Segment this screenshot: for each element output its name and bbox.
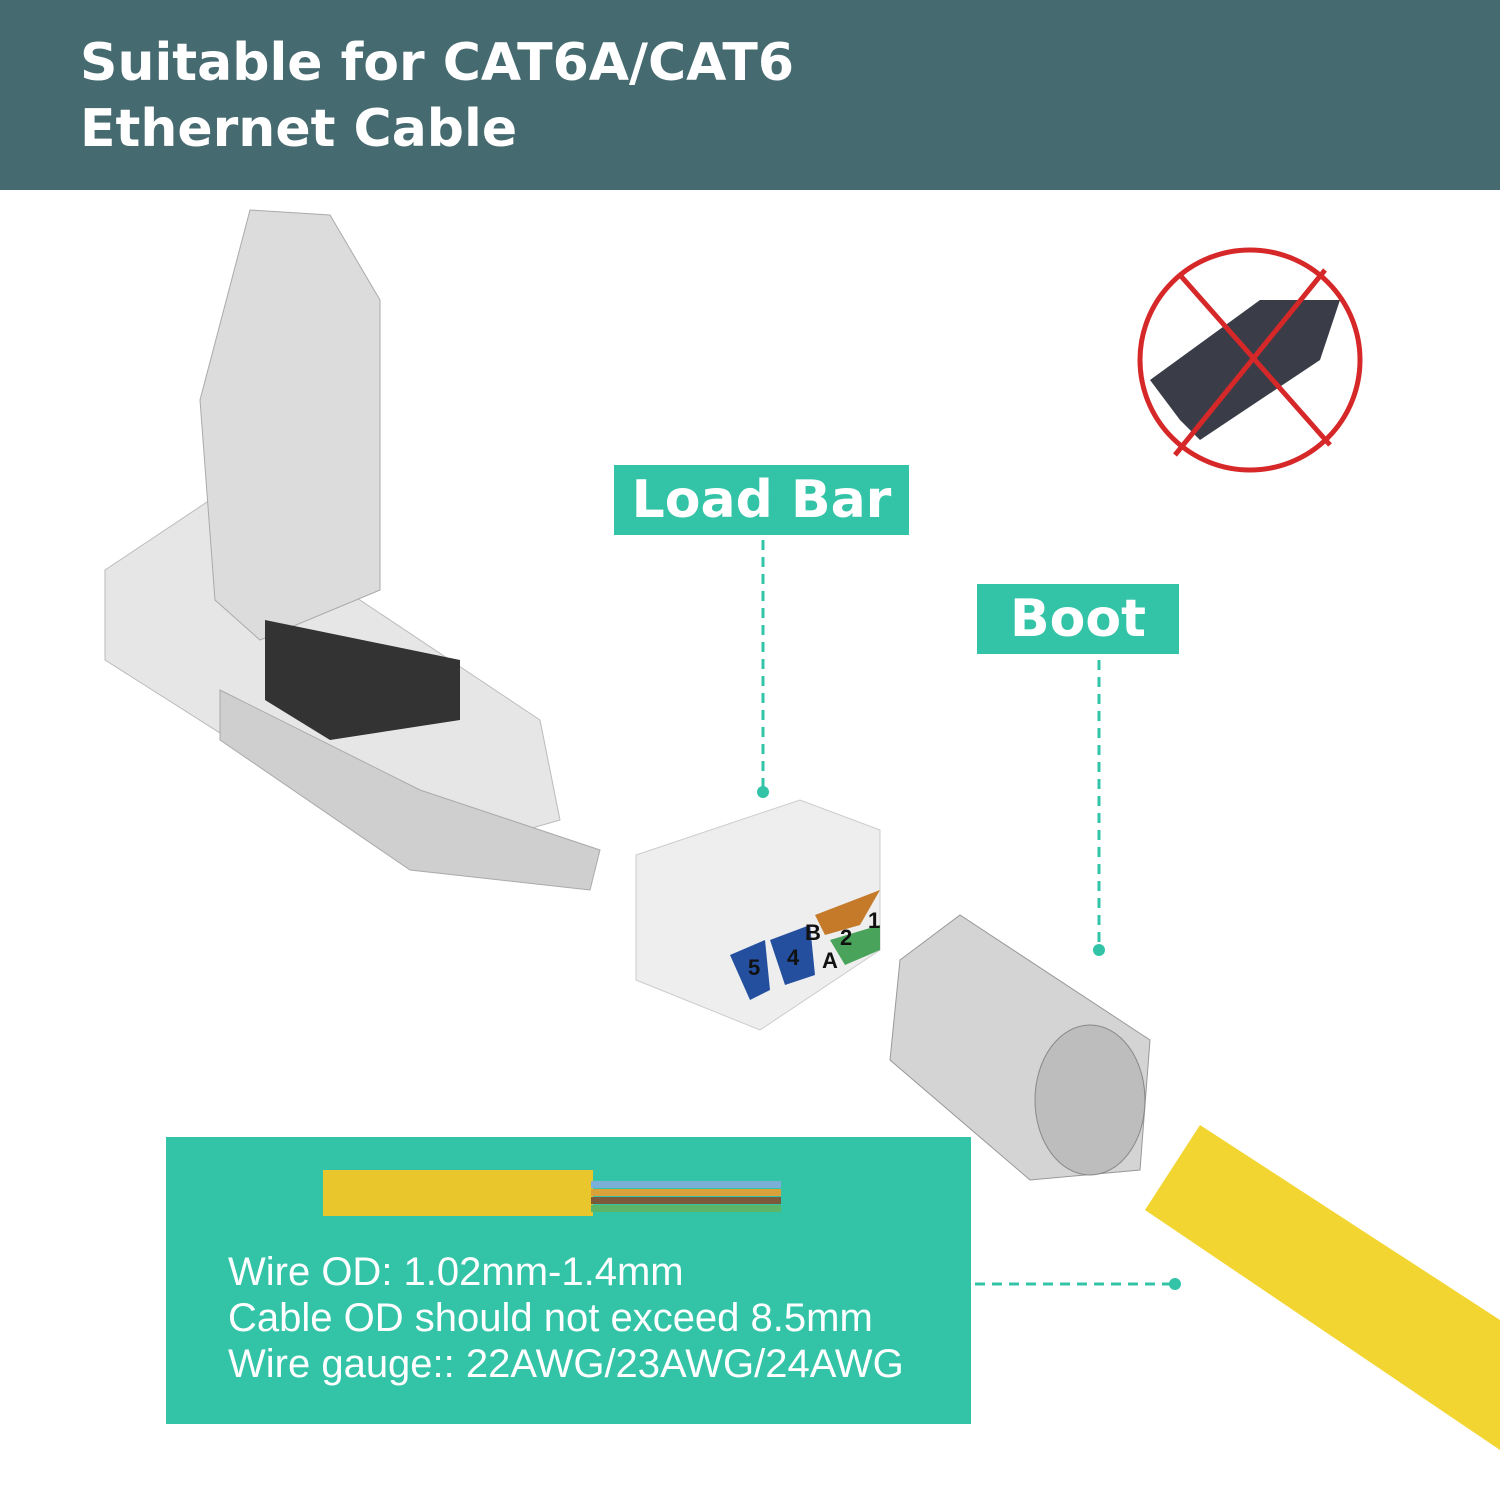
yellow-cable <box>975 1125 1500 1450</box>
stripped-cable-icon <box>323 1170 781 1216</box>
spec-cable-od: Cable OD should not exceed 8.5mm <box>228 1296 873 1340</box>
boot-label: Boot <box>977 584 1179 654</box>
marking-1: 1 <box>868 908 880 933</box>
spec-wire-od: Wire OD: 1.02mm-1.4mm <box>228 1250 684 1294</box>
title-line-2: Ethernet Cable <box>80 99 518 159</box>
marking-4: 4 <box>787 945 800 970</box>
boot <box>889 660 1151 1181</box>
title-line-1: Suitable for CAT6A/CAT6 <box>80 33 795 93</box>
load-bar-label: Load Bar <box>614 465 909 535</box>
marking-b: B <box>805 920 821 945</box>
spec-wire-gauge: Wire gauge:: 22AWG/23AWG/24AWG <box>228 1342 904 1386</box>
marking-2: 2 <box>840 925 852 950</box>
page-title: Suitable for CAT6A/CAT6 Ethernet Cable <box>80 30 794 162</box>
header-banner: Suitable for CAT6A/CAT6 Ethernet Cable <box>0 0 1500 190</box>
marking-5: 5 <box>748 955 760 980</box>
marking-a: A <box>822 948 838 973</box>
no-crimp-tool-icon <box>1137 247 1363 473</box>
connector-body <box>104 209 601 891</box>
load-bar <box>635 540 881 1031</box>
cable-spec-panel: Wire OD: 1.02mm-1.4mm Cable OD should no… <box>166 1137 971 1424</box>
